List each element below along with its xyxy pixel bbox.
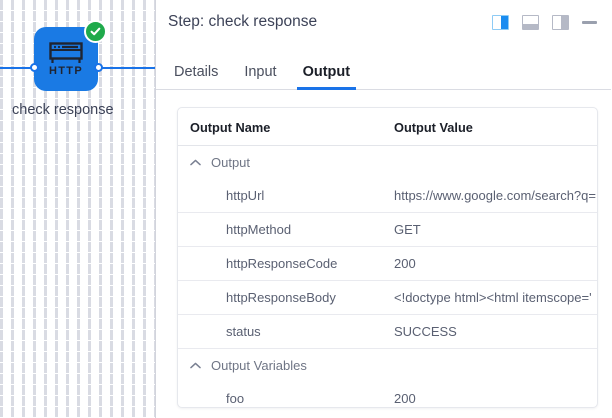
tab-details[interactable]: Details (174, 64, 219, 80)
node-output-port[interactable] (94, 63, 103, 72)
column-header-output-name: Output Name (178, 108, 390, 146)
table-row[interactable]: httpResponseCode 200 (178, 246, 597, 281)
table-row[interactable]: foo 200 (178, 382, 597, 407)
node-input-port[interactable] (30, 63, 39, 72)
output-table: Output Name Output Value (178, 108, 597, 407)
cell-output-value: SUCCESS (390, 314, 597, 349)
panel-body: Output Name Output Value (156, 90, 611, 418)
cell-output-name: httpMethod (178, 212, 390, 247)
check-circle-icon (84, 20, 107, 43)
chevron-up-icon[interactable] (190, 362, 201, 369)
minimize-icon[interactable] (582, 20, 597, 24)
node-label: check response (12, 102, 114, 118)
table-row[interactable]: status SUCCESS (178, 314, 597, 349)
output-table-card: Output Name Output Value (177, 107, 598, 408)
cell-output-name: status (178, 314, 390, 349)
step-details-panel: Step: check response Details Input Outpu… (156, 0, 611, 418)
table-group-label: Output (211, 155, 251, 170)
workflow-canvas[interactable]: HTTP check response (0, 0, 156, 418)
http-node-icon-label: HTTP (49, 64, 83, 77)
table-row[interactable]: httpUrl https://www.google.com/search?q= (178, 179, 597, 213)
cell-output-name: httpResponseBody (178, 280, 390, 315)
table-header-row: Output Name Output Value (178, 108, 597, 146)
panel-tabs: Details Input Output (156, 44, 611, 90)
layout-split-horizontal-icon[interactable] (522, 14, 539, 30)
table-row[interactable]: httpMethod GET (178, 212, 597, 247)
cell-output-value: GET (390, 212, 597, 247)
table-row[interactable]: httpResponseBody <!doctype html><html it… (178, 280, 597, 315)
tab-input[interactable]: Input (244, 64, 277, 80)
layout-split-vertical-icon[interactable] (492, 14, 509, 30)
cell-output-name: foo (226, 391, 245, 406)
chevron-up-icon[interactable] (190, 159, 201, 166)
cell-output-name: httpResponseCode (178, 246, 390, 281)
cell-output-name: httpUrl (178, 179, 390, 213)
layout-side-panel-icon[interactable] (552, 14, 569, 30)
table-group-label: Output Variables (211, 358, 307, 373)
table-group-row[interactable]: Output (178, 146, 597, 180)
tab-output[interactable]: Output (296, 64, 356, 90)
cell-output-value: 200 (394, 391, 416, 406)
cell-output-value: https://www.google.com/search?q= (390, 179, 597, 213)
table-group-row[interactable]: Output Variables (178, 349, 597, 383)
cell-output-value: <!doctype html><html itemscope=' (390, 280, 597, 315)
panel-header: Step: check response (156, 0, 611, 44)
panel-title: Step: check response (168, 13, 318, 30)
cell-output-value: 200 (390, 246, 597, 281)
http-node-icon (49, 41, 83, 64)
panel-header-actions (492, 14, 597, 30)
column-header-output-value: Output Value (390, 108, 597, 146)
